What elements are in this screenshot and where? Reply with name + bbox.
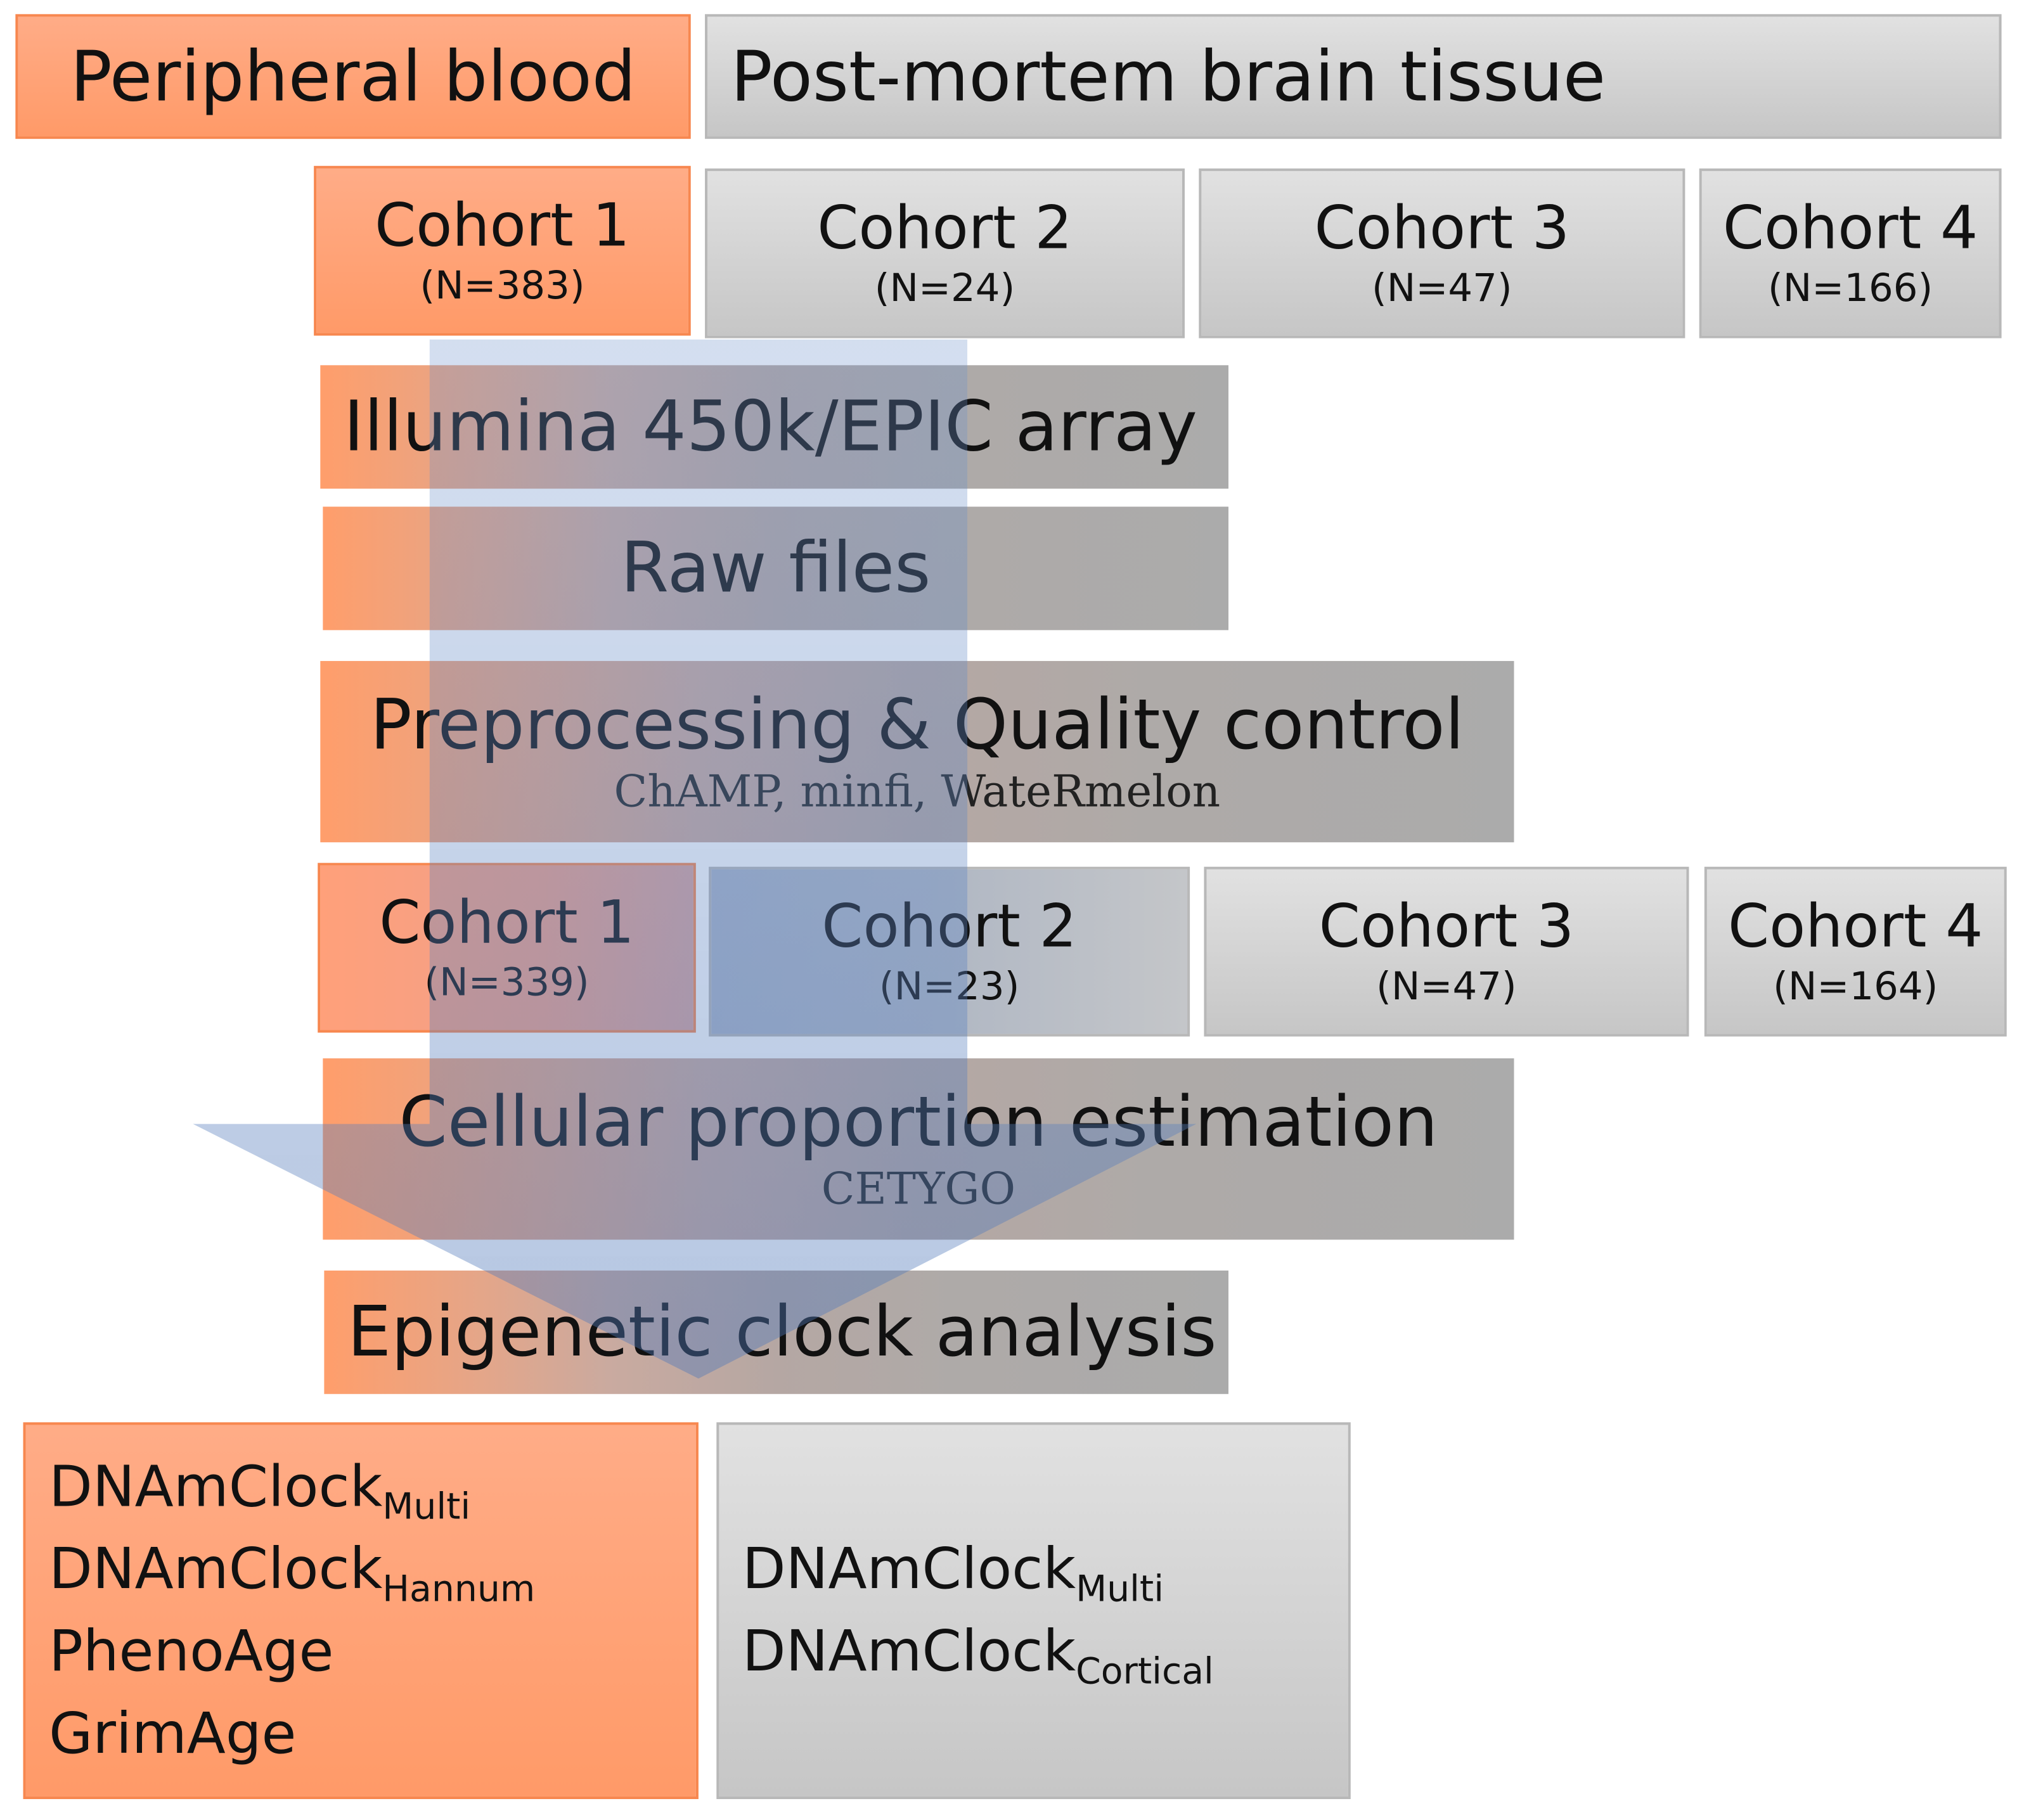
cohort-sample-size: (N=339) [424,960,590,1006]
step-illumina-array-label: Illumina 450k/EPIC array [343,385,1197,467]
step-preprocessing-qc: Preprocessing & Quality control ChAMP, m… [320,661,1514,843]
clock-subscript: Cortical [1076,1649,1214,1692]
clock-name: DNAmClock [742,1618,1076,1684]
cohort-4-after-qc: Cohort 4 (N=164) [1704,866,2007,1037]
clock-subscript: Multi [382,1484,471,1527]
cohort-2-initial: Cohort 2 (N=24) [705,168,1185,338]
cohort-3-initial: Cohort 3 (N=47) [1199,168,1685,338]
clock-name: DNAmClock [742,1535,1076,1602]
source-brain-tissue-label: Post-mortem brain tissue [730,35,1606,117]
step-cellular-proportion-label: Cellular proportion estimation [399,1080,1438,1162]
blood-clock-item: DNAmClockMulti [49,1458,470,1523]
step-raw-files: Raw files [323,506,1228,631]
blood-clock-item: DNAmClockHannum [49,1541,535,1606]
clock-name: DNAmClock [49,1535,383,1602]
step-cellular-proportion: Cellular proportion estimation CETYGO [323,1058,1514,1240]
cohort-1-initial: Cohort 1 (N=383) [314,165,691,336]
step-preprocessing-qc-label: Preprocessing & Quality control [370,683,1464,765]
cohort-sample-size: (N=383) [420,264,585,309]
clock-name: GrimAge [49,1700,297,1767]
cohort-name: Cohort 3 [1314,193,1570,262]
blood-clock-item: GrimAge [49,1705,296,1762]
clock-name: DNAmClock [49,1454,383,1520]
clock-name: PhenoAge [49,1618,334,1684]
cohort-3-after-qc: Cohort 3 (N=47) [1204,866,1689,1037]
cohort-sample-size: (N=164) [1773,964,1938,1010]
step-illumina-array: Illumina 450k/EPIC array [320,365,1228,489]
cohort-sample-size: (N=166) [1768,266,1933,312]
brain-clock-item: DNAmClockCortical [742,1623,1214,1688]
cohort-2-after-qc: Cohort 2 (N=23) [709,866,1190,1037]
source-brain-tissue: Post-mortem brain tissue [705,14,2002,139]
cohort-name: Cohort 3 [1318,891,1575,961]
cohort-sample-size: (N=24) [874,266,1015,312]
cohort-name: Cohort 1 [375,190,630,260]
blood-clock-list: DNAmClockMulti DNAmClockHannum PhenoAge … [23,1422,699,1799]
cohort-sample-size: (N=23) [879,964,1020,1010]
cohort-name: Cohort 4 [1727,891,1983,961]
brain-clock-item: DNAmClockMulti [742,1541,1164,1606]
step-cellular-proportion-tool: CETYGO [821,1163,1016,1215]
source-peripheral-blood-label: Peripheral blood [70,35,636,117]
cohort-1-after-qc: Cohort 1 (N=339) [318,862,696,1033]
blood-clock-item: PhenoAge [49,1623,333,1680]
clock-subscript: Multi [1076,1567,1164,1610]
cohort-sample-size: (N=47) [1372,266,1512,312]
clock-subscript: Hannum [382,1567,536,1610]
step-epigenetic-clock: Epigenetic clock analysis [324,1270,1228,1394]
cohort-name: Cohort 4 [1722,193,1978,262]
step-epigenetic-clock-label: Epigenetic clock analysis [347,1291,1217,1373]
cohort-4-initial: Cohort 4 (N=166) [1699,168,2002,338]
cohort-name: Cohort 1 [379,887,635,957]
step-preprocessing-qc-tools: ChAMP, minfi, WateRmelon [614,766,1221,817]
cohort-name: Cohort 2 [822,891,1077,961]
source-peripheral-blood: Peripheral blood [15,14,691,139]
step-raw-files-label: Raw files [620,527,931,608]
brain-clock-list: DNAmClockMulti DNAmClockCortical [716,1422,1351,1799]
cohort-sample-size: (N=47) [1376,964,1517,1010]
cohort-name: Cohort 2 [817,193,1073,262]
